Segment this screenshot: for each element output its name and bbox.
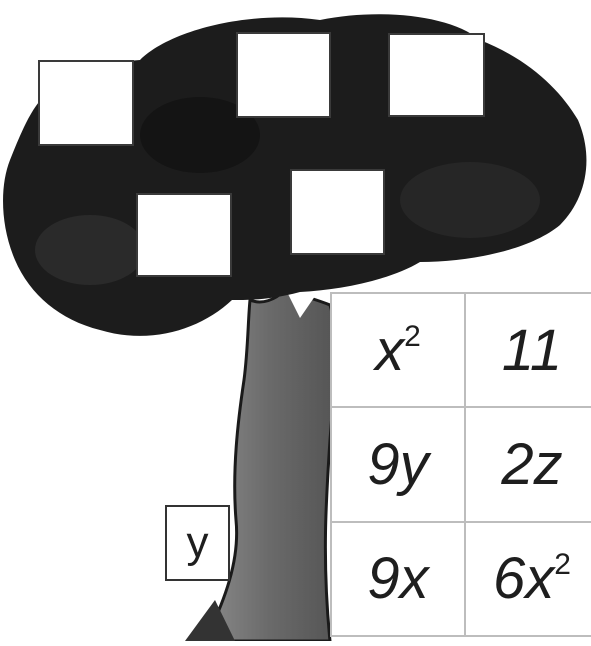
tile-row: 9x 6x2 bbox=[331, 522, 591, 636]
term-tile[interactable]: 9y bbox=[331, 407, 465, 521]
answer-box[interactable]: y bbox=[165, 505, 230, 581]
tree-trunk bbox=[205, 290, 335, 641]
blank-factor-box[interactable] bbox=[136, 193, 232, 277]
blank-factor-box[interactable] bbox=[38, 60, 134, 146]
canopy-shade bbox=[35, 215, 145, 285]
blank-factor-box[interactable] bbox=[388, 33, 485, 117]
blank-factor-box[interactable] bbox=[290, 169, 385, 255]
term-tile[interactable]: 2z bbox=[465, 407, 591, 521]
term-tile[interactable]: 11 bbox=[465, 293, 591, 407]
tile-row: 9y 2z bbox=[331, 407, 591, 521]
blank-factor-box[interactable] bbox=[236, 32, 331, 118]
term-tile[interactable]: x2 bbox=[331, 293, 465, 407]
term-tile[interactable]: 6x2 bbox=[465, 522, 591, 636]
tile-row: x2 11 bbox=[331, 293, 591, 407]
term-tile-grid: x2 11 9y 2z 9x 6x2 bbox=[330, 292, 591, 637]
canopy-shade bbox=[400, 162, 540, 238]
term-tile[interactable]: 9x bbox=[331, 522, 465, 636]
